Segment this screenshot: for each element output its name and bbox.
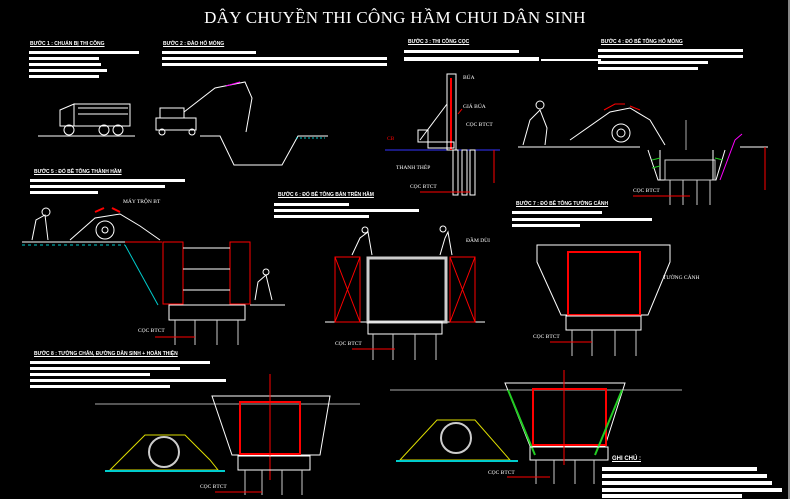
label-pile: CỌC BTCT [633,188,660,194]
label-hammer: BÚA [463,75,475,81]
step-1-heading: BƯỚC 1 : CHUẨN BỊ THI CÔNG [30,41,105,47]
excavator [155,81,328,166]
page-title: DÂY CHUYỀN THI CÔNG HẦM CHUI DÂN SINH [204,8,586,27]
step-4-heading: BƯỚC 4 : ĐỔ BÊ TÔNG HỐ MÓNG [601,39,683,45]
step-5-heading: BƯỚC 5 : ĐỔ BÊ TÔNG THÀNH HẦM [34,169,122,175]
notes-heading: GHI CHÚ : [612,456,641,462]
label-cb: CB [387,136,395,142]
label-pile: CỌC BTCT [138,328,165,334]
label-steel-bar: THANH THÉP [396,165,431,171]
step-2-heading: BƯỚC 2 : ĐÀO HỐ MÓNG [163,41,225,47]
illegible-text-lines [29,49,782,498]
label-pile: CỌC BTCT [466,122,493,128]
wing-wall-pour [536,244,671,356]
label-wing-wall: TƯỜNG CÁNH [663,275,700,281]
step-8-heading: BƯỚC 8 : TƯỜNG CHẮN, ĐƯỜNG DÂN SINH + HO… [34,351,178,357]
tunnel-roof-pour [325,225,485,360]
label-hammer-frame: GIÁ BÚA [463,104,486,110]
concrete-foundation-pit [518,100,768,205]
leader-lines [155,191,690,493]
tunnel-wall-pour [22,207,285,345]
label-vibrator: ĐẦM DÙI [466,238,490,244]
label-concrete-mixer: MÁY TRỘN BT [123,199,161,205]
label-pile: CỌC BTCT [488,470,515,476]
dump-truck [38,103,135,137]
completed-tunnel-left [95,374,360,495]
label-pile: CỌC BTCT [200,484,227,490]
label-pile: CỌC BTCT [335,341,362,347]
label-pile: CỌC BTCT [533,334,560,340]
pile-driver [385,73,500,196]
label-pile: CỌC BTCT [410,184,437,190]
step-3-heading: BƯỚC 3 : THI CÔNG CỌC [408,39,470,45]
step-6-heading: BƯỚC 6 : ĐỔ BÊ TÔNG BẢN TRÊN HẦM [278,192,374,198]
step-7-heading: BƯỚC 7 : ĐỔ BÊ TÔNG TƯỜNG CÁNH [516,201,609,207]
completed-tunnel-right [390,370,682,484]
